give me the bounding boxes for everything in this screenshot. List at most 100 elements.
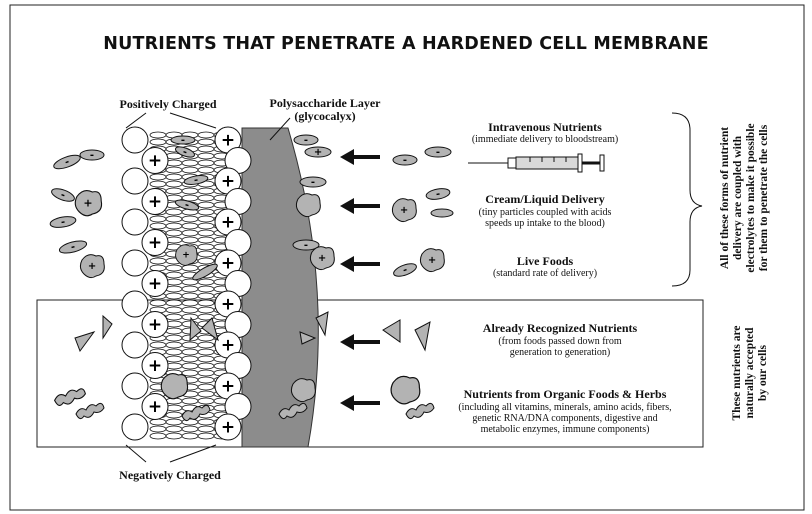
positively-charged-label: Positively Charged [108, 98, 228, 111]
lipid-tail [150, 132, 166, 138]
arrow-icon [340, 256, 380, 272]
nutrient-particle: - [294, 135, 318, 146]
lipid-tail [182, 363, 198, 369]
lipid-tail [166, 349, 182, 355]
phospholipid-head-right: + [215, 414, 241, 440]
lipid-tail [182, 160, 198, 166]
lipid-tail [198, 391, 214, 397]
nutrient-particle: - [49, 215, 77, 230]
plus-sign: + [148, 151, 162, 171]
method-name: Intravenous Nutrients [440, 121, 650, 134]
brace-negative [126, 445, 146, 462]
phospholipid-head-left: + [142, 148, 168, 174]
lipid-tail [182, 307, 198, 313]
phospholipid-head-left: + [142, 312, 168, 338]
nutrient-particle: - [58, 239, 88, 257]
lipid-tail [182, 230, 198, 236]
lipid-tail [198, 384, 214, 390]
lipid-tail [166, 433, 182, 439]
plus-sign: + [314, 147, 322, 158]
lipid-tail [150, 342, 166, 348]
nutrient-particle [103, 316, 112, 338]
lipid-tail [166, 335, 182, 341]
nutrient-particle: - [52, 153, 82, 173]
lipid-tail [198, 300, 214, 306]
lipid-tail [166, 286, 182, 292]
lipid-tail [198, 377, 214, 383]
phospholipid-head-left: + [142, 353, 168, 379]
lipid-tail [166, 174, 182, 180]
side-note-line: These nutrients are [731, 313, 744, 433]
nutrient-particle [75, 332, 94, 351]
lipid-tail [198, 342, 214, 348]
method-desc: (immediate delivery to bloodstream) [420, 134, 670, 145]
minus-sign: - [311, 177, 315, 188]
lipid-tail [198, 251, 214, 257]
minus-sign: - [181, 135, 185, 146]
lipid-tail [198, 258, 214, 264]
lipid-tail [182, 293, 198, 299]
plus-sign: + [148, 192, 162, 212]
lipid-tail [182, 398, 198, 404]
lipid-tail [150, 433, 166, 439]
method-desc: (standard rate of delivery) [420, 268, 670, 279]
lipid-tail [166, 216, 182, 222]
method-desc: (tiny particles coupled with acids [420, 207, 670, 218]
lipid-tail [166, 181, 182, 187]
plus-sign: + [221, 418, 235, 438]
lipid-tail [166, 412, 182, 418]
lipid-tail [198, 363, 214, 369]
nutrient-name: Already Recognized Nutrients [430, 322, 690, 335]
method-name: Live Foods [440, 255, 650, 268]
side-brace [672, 113, 702, 286]
plus-sign: + [182, 251, 190, 261]
lipid-tail [198, 426, 214, 432]
page-title: NUTRIENTS THAT PENETRATE A HARDENED CELL… [0, 34, 812, 54]
lipid-tail [166, 188, 182, 194]
nutrient-particle: - [300, 177, 326, 188]
lipid-tail [166, 356, 182, 362]
plus-sign: + [318, 253, 326, 264]
phospholipid-head-left [122, 291, 148, 317]
lipid-tail [198, 293, 214, 299]
nutrient-particle [415, 322, 430, 350]
lipid-tail [198, 223, 214, 229]
nutrient-particle [296, 194, 320, 217]
lipid-tail [166, 265, 182, 271]
phospholipid-head-left: + [142, 271, 168, 297]
lipid-tail [182, 265, 198, 271]
method-name: Cream/Liquid Delivery [440, 193, 650, 206]
lipid-tail [198, 433, 214, 439]
negatively-charged-label: Negatively Charged [100, 469, 240, 482]
brace-positive [126, 113, 146, 128]
nutrient-particle: - [50, 186, 76, 205]
lipid-tail [182, 223, 198, 229]
lipid-tail [182, 433, 198, 439]
arrow-icon [340, 395, 380, 411]
lipid-tail [166, 342, 182, 348]
lipid-tail [198, 279, 214, 285]
lipid-tail [150, 174, 166, 180]
nutrient-desc-2: genetic RNA/DNA components, digestive an… [430, 413, 700, 424]
lipid-tail [166, 209, 182, 215]
plus-sign: + [88, 261, 96, 272]
lipid-tail [166, 167, 182, 173]
arrow-icon [340, 198, 380, 214]
lipid-tail [166, 223, 182, 229]
lipid-tail [182, 167, 198, 173]
phospholipid-head-left: + [142, 230, 168, 256]
phospholipid-head-left: + [142, 394, 168, 420]
lipid-tail [198, 132, 214, 138]
lipid-tail [150, 265, 166, 271]
lipid-tail [198, 160, 214, 166]
lipid-tail [166, 307, 182, 313]
plus-sign: + [148, 356, 162, 376]
phospholipid-head-left: + [142, 189, 168, 215]
lipid-tail [198, 230, 214, 236]
plus-sign: + [221, 172, 235, 192]
nutrient-particle [383, 320, 400, 342]
phospholipid-head-left [122, 209, 148, 235]
lipid-tail [198, 216, 214, 222]
lipid-tail [198, 188, 214, 194]
